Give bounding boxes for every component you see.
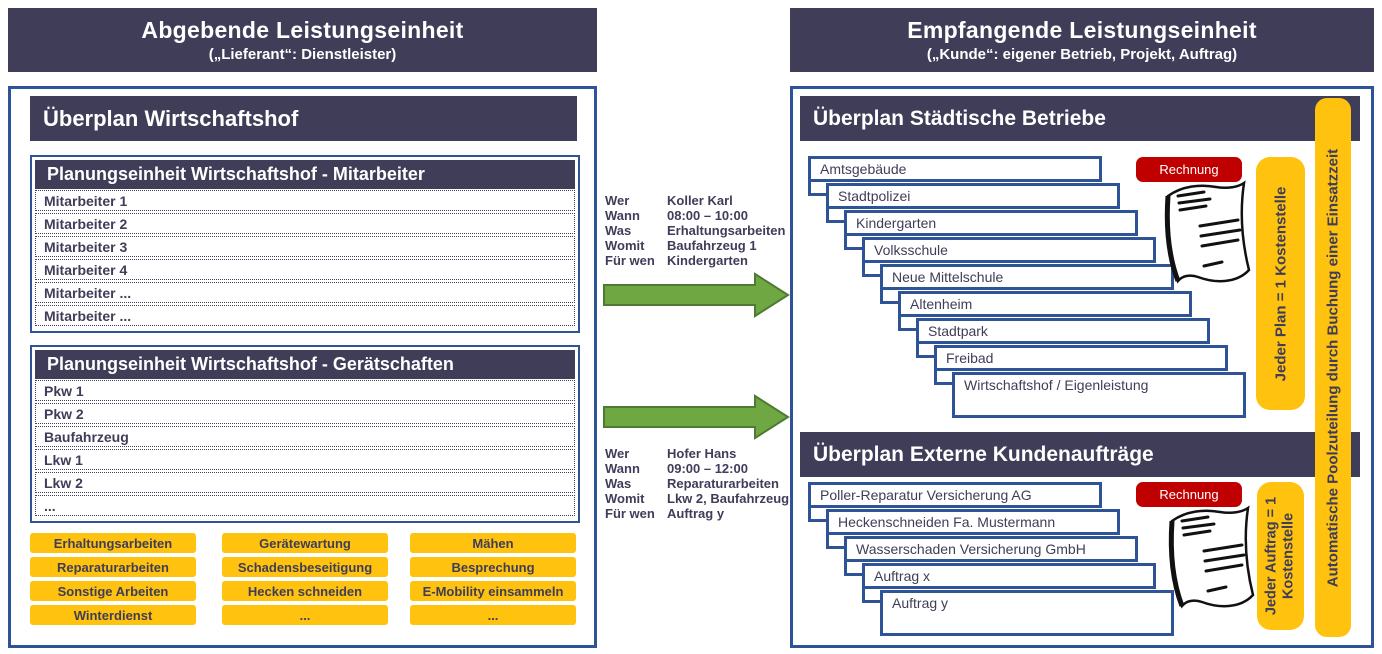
cascade-item: Stadtpark [916,318,1210,344]
booking-label: Was [605,223,632,238]
booking-value: 09:00 – 12:00 [667,461,748,476]
cascade-item: Auftrag x [862,563,1156,589]
activity-tag: Erhaltungsarbeiten [30,533,196,553]
list-item: ... [35,495,575,516]
plan2-title: Überplan Externe Kundenaufträge [800,432,1360,477]
invoice-badge: Rechnung [1136,482,1242,507]
booking-label: Wann [605,208,640,223]
list-item: Mitarbeiter ... [35,282,575,303]
left-banner: Abgebende Leistungseinheit („Lieferant“:… [8,8,597,72]
left-banner-subtitle: („Lieferant“: Dienstleister) [208,46,397,63]
cascade-connector [844,560,862,576]
cascade-connector [862,261,880,277]
list-item: Mitarbeiter 2 [35,213,575,234]
booking-value: Kindergarten [667,253,748,268]
booking-label: Wer [605,193,630,208]
cost-note-bar-auftrag: Jeder Auftrag = 1 Kostenstelle [1257,482,1304,630]
cascade-item: Amtsgebäude [808,156,1102,182]
booking-label: Wer [605,446,630,461]
booking-label: Für wen [605,253,655,268]
cascade-connector [898,315,916,331]
activity-tag: Hecken schneiden [222,581,388,601]
booking-value: Erhaltungsarbeiten [667,223,786,238]
cascade-connector [826,207,844,223]
right-banner: Empfangende Leistungseinheit („Kunde“: e… [790,8,1374,72]
cost-note-bar-plan: Jeder Plan = 1 Kostenstelle [1256,157,1305,410]
group-geraetschaften-title: Planungseinheit Wirtschaftshof - Gerätsc… [35,350,575,379]
invoice-paper-icon [1168,505,1255,609]
cascade-item: Volksschule [862,237,1156,263]
activity-tag: Besprechung [410,557,576,577]
list-item: Mitarbeiter ... [35,305,575,326]
activity-tag: Schadensbeseitigung [222,557,388,577]
cascade-connector [934,369,952,385]
right-banner-subtitle: („Kunde“: eigener Betrieb, Projekt, Auft… [926,46,1238,63]
cascade-item: Kindergarten [844,210,1138,236]
list-item: Pkw 2 [35,403,575,424]
cascade-item: Auftrag y [880,590,1174,636]
list-item: Lkw 1 [35,449,575,470]
cost-note-text: Jeder Auftrag = 1 Kostenstelle [1263,496,1297,616]
list-item: Baufahrzeug [35,426,575,447]
booking-value: Koller Karl [667,193,733,208]
booking-info-1: Wer Koller Karl Wann 08:00 – 10:00 Was Erha… [605,193,790,268]
left-banner-title: Abgebende Leistungseinheit [141,17,464,43]
cascade-connector [880,288,898,304]
booking-value: Baufahrzeug 1 [667,238,757,253]
cascade-item: Wirtschaftshof / Eigenleistung [952,372,1246,418]
booking-label: Womit [605,238,645,253]
activity-tag: Mähen [410,533,576,553]
cascade-item: Neue Mittelschule [880,264,1174,290]
activity-tag: Gerätewartung [222,533,388,553]
activity-tag: E-Mobility einsammeln [410,581,576,601]
list-item: Mitarbeiter 4 [35,259,575,280]
booking-label: Wann [605,461,640,476]
group-mitarbeiter-title: Planungseinheit Wirtschaftshof - Mitarbe… [35,160,575,189]
right-banner-title: Empfangende Leistungseinheit [907,17,1257,43]
cascade-connector [916,342,934,358]
cascade-connector [808,180,826,196]
plan1-title: Überplan Städtische Betriebe [800,96,1360,141]
list-item: Lkw 2 [35,472,575,493]
activity-tag: Sonstige Arbeiten [30,581,196,601]
activity-tag: Reparaturarbeiten [30,557,196,577]
booking-value: Reparaturarbeiten [667,476,779,491]
cascade-connector [844,234,862,250]
list-item: Mitarbeiter 3 [35,236,575,257]
cascade-connector [826,533,844,549]
activity-tag: ... [410,605,576,625]
booking-value: Lkw 2, Baufahrzeug [667,491,790,506]
cascade-item: Stadtpolizei [826,183,1120,209]
pool-note-text: Automatische Poolzuteilung durch Buchung… [1324,148,1342,587]
booking-value: Auftrag y [667,506,725,521]
invoice-badge: Rechnung [1136,157,1242,182]
pool-note-bar: Automatische Poolzuteilung durch Buchung… [1315,98,1351,637]
cascade-item: Altenheim [898,291,1192,317]
booking-label: Was [605,476,632,491]
booking-info-2: Wer Hofer Hans Wann 09:00 – 12:00 Was Repar… [605,446,790,521]
left-panel-title: Überplan Wirtschaftshof [30,96,577,141]
cost-note-text: Jeder Plan = 1 Kostenstelle [1272,186,1289,381]
cascade-item: Freibad [934,345,1228,371]
list-item: Mitarbeiter 1 [35,190,575,211]
cascade-item: Heckenschneiden Fa. Mustermann [826,509,1120,535]
booking-value: Hofer Hans [667,446,737,461]
green-arrow-icon [603,394,790,440]
list-item: Pkw 1 [35,380,575,401]
booking-value: 08:00 – 10:00 [667,208,748,223]
booking-label: Für wen [605,506,655,521]
green-arrow-icon [603,272,790,318]
cascade-item: Poller-Reparatur Versicherung AG [808,482,1102,508]
activity-tag: Winterdienst [30,605,196,625]
cascade-connector [862,587,880,603]
cascade-item: Wasserschaden Versicherung GmbH [844,536,1138,562]
invoice-paper-icon [1164,180,1251,284]
booking-label: Womit [605,491,645,506]
cascade-connector [808,506,826,522]
activity-tag: ... [222,605,388,625]
